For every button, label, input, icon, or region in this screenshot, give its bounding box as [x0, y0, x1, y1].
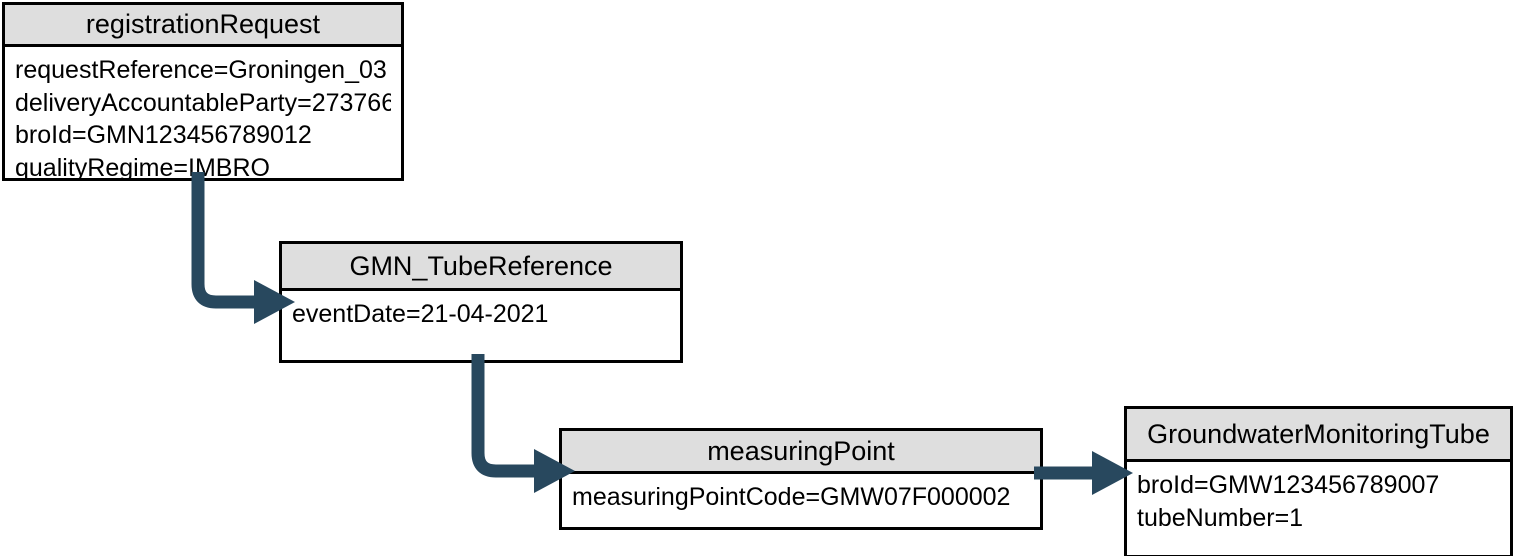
uml-box-title-registration-request: registrationRequest: [5, 5, 401, 47]
uml-attribute-tube-number: tubeNumber=1: [1137, 503, 1304, 532]
uml-attribute-bro-id-tube: broId=GMW123456789007: [1137, 471, 1440, 499]
uml-attribute-request-reference: requestReference=Groningen_03: [15, 56, 387, 84]
connector-registration-request-to-gmn-tube-reference: [191, 172, 295, 324]
uml-attribute-measuring-point-code: measuringPointCode=GMW07F000002: [572, 483, 1011, 511]
connector-gmn-tube-reference-to-measuring-point: [471, 354, 575, 493]
uml-box-title-groundwater-monitoring-tube: GroundwaterMonitoringTube: [1127, 409, 1510, 462]
uml-box-gmn-tube-reference[interactable]: GMN_TubeReference eventDate=21-04-2021: [279, 241, 683, 363]
connector-line: [471, 354, 540, 478]
uml-box-title-gmn-tube-reference: GMN_TubeReference: [282, 244, 680, 291]
arrowhead-icon: [534, 449, 575, 493]
uml-box-title-measuring-point: measuringPoint: [562, 431, 1040, 474]
uml-box-groundwater-monitoring-tube[interactable]: GroundwaterMonitoringTube broId=GMW12345…: [1124, 406, 1513, 556]
uml-box-body-registration-request: requestReference=Groningen_03 deliveryAc…: [5, 47, 401, 178]
uml-attribute-bro-id: broId=GMN123456789012: [15, 121, 312, 149]
connector-measuring-point-to-groundwater-monitoring-tube: [1034, 451, 1133, 495]
uml-box-registration-request[interactable]: registrationRequest requestReference=Gro…: [2, 2, 404, 181]
uml-box-body-gmn-tube-reference: eventDate=21-04-2021: [282, 291, 680, 360]
uml-attribute-delivery-accountable-party: deliveryAccountableParty=2737665: [15, 88, 391, 117]
uml-box-measuring-point[interactable]: measuringPoint measuringPointCode=GMW07F…: [559, 428, 1043, 530]
arrowhead-icon: [254, 280, 295, 324]
uml-attribute-quality-regime: qualityRegime=IMBRO: [15, 153, 270, 179]
uml-box-body-measuring-point: measuringPointCode=GMW07F000002: [562, 474, 1040, 527]
uml-box-body-groundwater-monitoring-tube: broId=GMW123456789007 tubeNumber=1: [1127, 462, 1510, 555]
uml-attribute-event-date: eventDate=21-04-2021: [292, 300, 549, 328]
arrowhead-icon: [1092, 451, 1133, 495]
connector-line: [191, 172, 260, 309]
